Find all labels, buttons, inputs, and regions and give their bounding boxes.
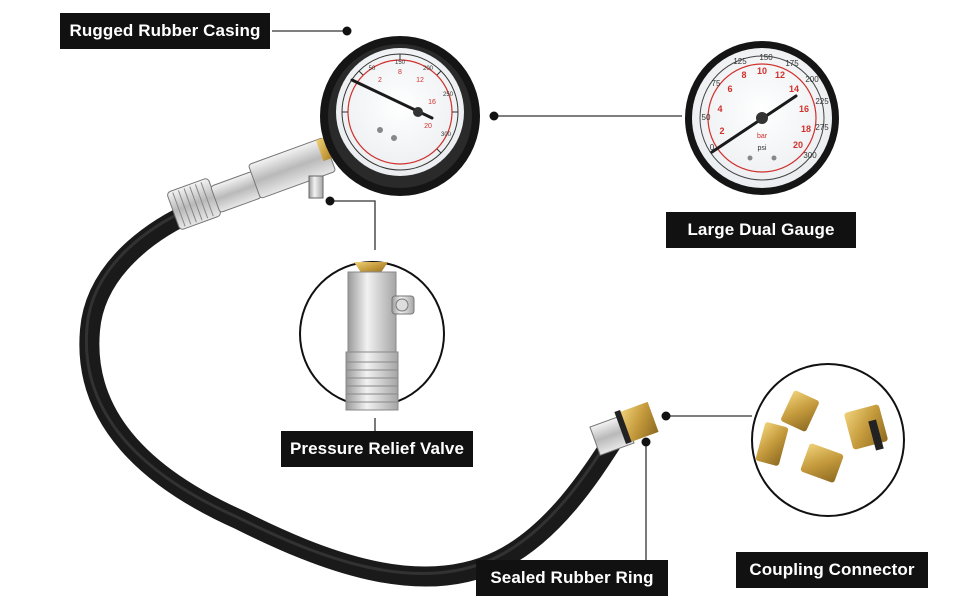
svg-text:0: 0 [710, 143, 715, 152]
svg-text:12: 12 [775, 70, 785, 80]
svg-text:300: 300 [441, 132, 452, 138]
svg-text:300: 300 [803, 151, 817, 160]
main-gauge: 2 8 12 16 20 50 150 200 250 300 [320, 36, 480, 196]
svg-text:200: 200 [423, 66, 434, 72]
coupling-connectors-closeup [751, 363, 905, 517]
leader-relief-valve [330, 200, 376, 250]
relief-valve-closeup [299, 261, 445, 411]
svg-text:4: 4 [717, 104, 722, 114]
gauge-bar-label: bar [757, 133, 768, 140]
callout-coupling-connector: Coupling Connector [736, 552, 928, 588]
svg-text:225: 225 [815, 97, 829, 106]
svg-text:8: 8 [398, 69, 402, 76]
svg-text:125: 125 [733, 57, 747, 66]
svg-text:20: 20 [424, 123, 432, 130]
svg-text:2: 2 [378, 77, 382, 84]
svg-text:175: 175 [785, 59, 799, 68]
leader-lines [272, 30, 752, 560]
callout-pressure-relief-valve: Pressure Relief Valve [281, 431, 473, 467]
callout-large-dual-gauge: Large Dual Gauge [666, 212, 856, 248]
svg-text:16: 16 [428, 99, 436, 106]
svg-text:50: 50 [702, 113, 711, 122]
svg-text:150: 150 [759, 53, 773, 62]
svg-text:200: 200 [805, 75, 819, 84]
svg-text:10: 10 [757, 66, 767, 76]
svg-text:8: 8 [741, 70, 746, 80]
svg-text:275: 275 [815, 123, 829, 132]
gauge-psi-label: psi [758, 145, 767, 152]
svg-text:12: 12 [416, 77, 424, 84]
svg-text:16: 16 [799, 104, 809, 114]
callout-rugged-rubber-casing: Rugged Rubber Casing [60, 13, 270, 49]
svg-text:20: 20 [793, 140, 803, 150]
svg-text:2: 2 [719, 126, 724, 136]
hose-end-fitting [589, 401, 659, 456]
svg-text:150: 150 [395, 60, 406, 66]
svg-text:50: 50 [369, 66, 376, 72]
svg-text:250: 250 [443, 92, 454, 98]
svg-text:18: 18 [801, 124, 811, 134]
callout-sealed-rubber-ring: Sealed Rubber Ring [476, 560, 668, 596]
svg-text:14: 14 [789, 84, 799, 94]
svg-text:75: 75 [712, 79, 721, 88]
svg-text:6: 6 [727, 84, 732, 94]
upper-fittings [167, 132, 345, 230]
